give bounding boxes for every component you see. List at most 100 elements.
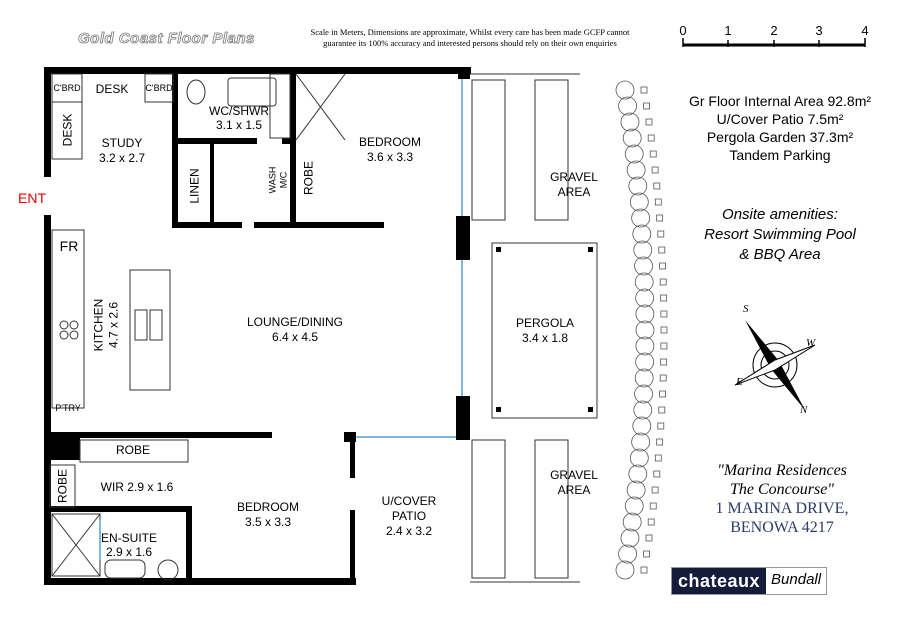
tree-icon: [622, 512, 642, 532]
shrub-icon: [653, 182, 661, 190]
shrub-icon: [658, 406, 666, 414]
room-label: M/C: [278, 171, 289, 189]
tree-icon: [635, 288, 655, 308]
room-label: STUDY: [101, 136, 143, 150]
shrub-icon: [658, 246, 666, 254]
compass-e: E: [736, 376, 743, 388]
room-label: WIR 2.9 x 1.6: [100, 480, 174, 494]
scale-tick-label: 3: [815, 23, 823, 38]
room-label: PATIO: [391, 509, 427, 523]
room-label: WC/SHWR: [209, 104, 269, 118]
fixtures: [49, 73, 598, 583]
room-dimension: 2.9 x 1.6: [105, 545, 153, 559]
room-dimension: 3.6 x 3.3: [366, 150, 414, 164]
street: 1 MARINA DRIVE,: [715, 500, 849, 517]
tree-icon: [622, 128, 642, 148]
shrub-icon: [651, 486, 659, 494]
tree-icon: [620, 528, 640, 548]
tree-icon: [634, 256, 653, 276]
tree-icon: [633, 240, 653, 260]
shrub-icon: [654, 454, 662, 462]
room-label: DESK: [95, 82, 129, 96]
room-label: LINEN: [187, 168, 202, 204]
shrub-icon: [659, 278, 667, 286]
tree-icon: [635, 304, 655, 324]
shrub-icon: [660, 294, 668, 302]
tree-icon: [629, 448, 649, 468]
tree-icon: [618, 96, 637, 116]
compass-s: S: [743, 303, 749, 315]
glazing: [99, 79, 463, 560]
scale-tick-label: 2: [770, 23, 778, 38]
patio-area: U/Cover Patio 7.5m²: [716, 111, 844, 127]
tree-icon: [624, 144, 644, 164]
suburb: BENOWA 4217: [730, 519, 834, 536]
tree-icon: [615, 80, 635, 100]
company-logo: Gold Coast Floor Plans: [78, 30, 255, 48]
tree-icon: [633, 400, 653, 420]
room-label: BEDROOM: [358, 135, 422, 149]
room-dimension: 3.5 x 3.3: [244, 515, 292, 529]
area-label: PERGOLA: [515, 316, 575, 330]
shrub-icon: [640, 86, 648, 94]
amenities: Onsite amenities: Resort Swimming Pool &…: [665, 205, 895, 265]
agency-logo: chateaux Bundall: [671, 567, 828, 595]
area-label: GRAVEL: [550, 170, 598, 184]
area-label: GRAVEL: [550, 468, 598, 482]
tree-icon: [618, 544, 637, 564]
tree-icon: [629, 192, 649, 212]
compass-icon: [734, 320, 816, 410]
building-name: The Concourse": [729, 481, 835, 498]
tree-icon: [634, 384, 653, 404]
tree-icon: [634, 272, 654, 292]
pergola-area: Pergola Garden 37.3m²: [706, 129, 854, 145]
internal-area: Gr Floor Internal Area 92.8m²: [688, 93, 872, 109]
tree-icon: [635, 352, 655, 372]
room-label: WASH: [267, 166, 278, 194]
shrub-icon: [660, 326, 668, 334]
area-dimension: 3.4 x 1.8: [521, 331, 569, 345]
amenity: Resort Swimming Pool: [704, 226, 856, 243]
shrub-icon: [659, 390, 666, 398]
tree-icon: [631, 432, 651, 452]
shrub-icon: [645, 534, 653, 542]
property-address: "Marina Residences The Concourse" 1 MARI…: [672, 461, 892, 537]
room-dimension: 3.1 x 1.5: [215, 118, 263, 132]
entry-label: ENT: [18, 190, 46, 206]
room-dimension: 4.7 x 2.6: [106, 301, 121, 349]
pergola-posts: [496, 247, 593, 412]
scale-tick-label: 0: [679, 23, 687, 38]
room-label: U/COVER: [381, 494, 437, 508]
amenities-title: Onsite amenities:: [722, 206, 838, 223]
room-label: ROBE: [115, 443, 151, 457]
walls: [44, 67, 471, 585]
room-label: DESK: [60, 113, 75, 147]
parking: Tandem Parking: [729, 147, 831, 163]
tree-icon: [615, 560, 635, 580]
garden-trees: [615, 80, 668, 580]
shrub-icon: [659, 262, 666, 270]
tree-icon: [628, 464, 648, 484]
shrub-icon: [659, 374, 667, 382]
shrub-icon: [645, 118, 653, 126]
room-label: BEDROOM: [236, 500, 300, 514]
tree-icon: [626, 160, 646, 180]
tree-icon: [628, 176, 648, 196]
shrub-icon: [657, 422, 665, 430]
shrub-icon: [647, 518, 655, 526]
scale-tick-label: 1: [724, 23, 732, 38]
area-summary: Gr Floor Internal Area 92.8m² U/Cover Pa…: [665, 92, 895, 164]
shrub-icon: [643, 102, 650, 110]
building-name: "Marina Residences: [717, 462, 847, 479]
tree-icon: [634, 368, 654, 388]
area-label: AREA: [557, 185, 591, 199]
shrub-icon: [640, 566, 648, 574]
shrub-icon: [660, 342, 668, 350]
shrub-icon: [643, 550, 650, 558]
tree-icon: [632, 224, 652, 244]
room-label: FR: [59, 238, 79, 254]
tree-icon: [620, 112, 640, 132]
tree-icon: [631, 208, 651, 228]
compass-w: W: [806, 337, 816, 349]
